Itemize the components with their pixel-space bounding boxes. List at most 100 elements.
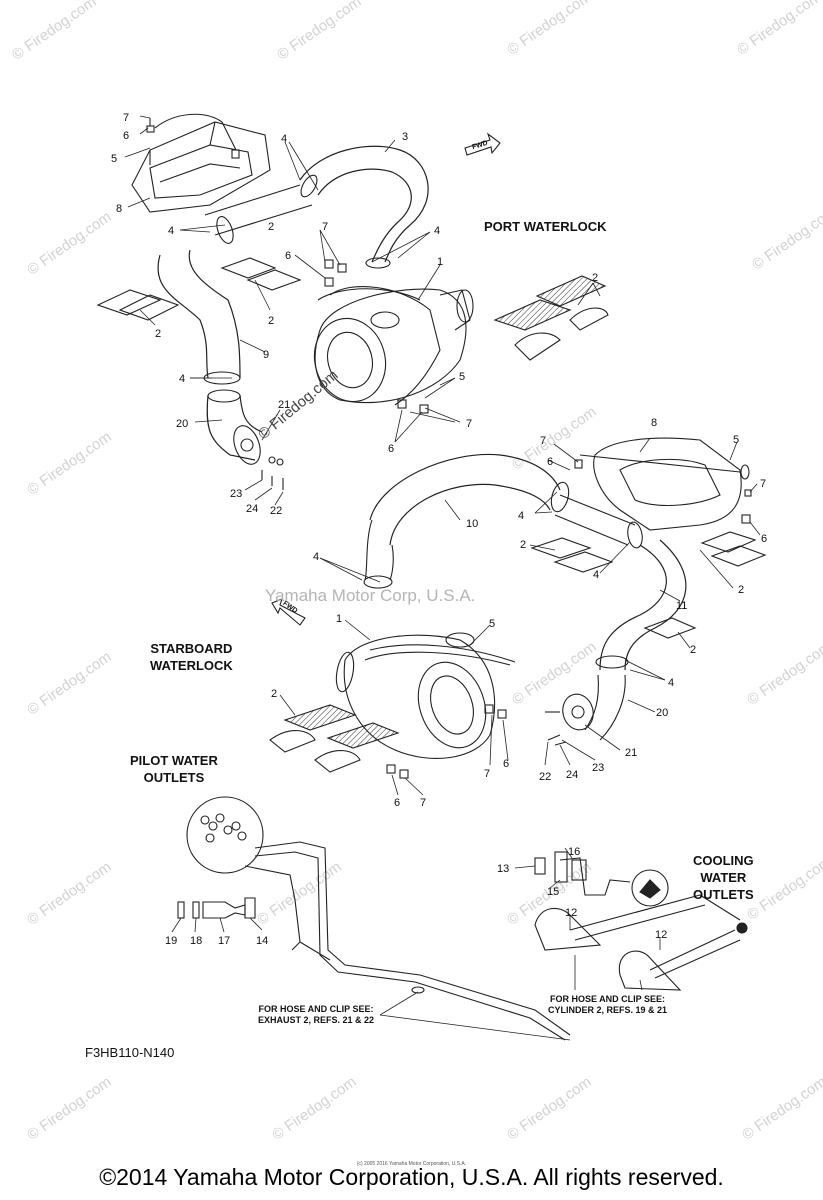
pad-2 [283, 704, 357, 731]
callout: 21 [625, 747, 637, 759]
fwd-arrow [271, 598, 306, 626]
callout: 8 [651, 417, 657, 429]
callout: 7 [760, 478, 766, 490]
hose-12 [569, 894, 706, 941]
pad-2 [569, 307, 609, 331]
port-hose-3 [299, 145, 429, 269]
callout: 7 [123, 112, 129, 124]
pad-2 [553, 551, 614, 573]
starboard-hose-11 [595, 539, 687, 671]
starboard-waterlock-title: STARBOARD WATERLOCK [150, 641, 233, 673]
callout: 2 [155, 328, 161, 340]
callout: 6 [547, 456, 553, 468]
callout: 10 [466, 518, 478, 530]
callout: 6 [123, 130, 129, 142]
callout: 18 [190, 935, 202, 947]
pad-2 [96, 289, 162, 316]
port-elbow-20 [206, 389, 263, 465]
callout: 6 [394, 797, 400, 809]
callout: 6 [761, 533, 767, 545]
pad-2 [493, 299, 572, 331]
part-18 [192, 901, 200, 919]
callout: 5 [733, 434, 739, 446]
callout: 2 [690, 644, 696, 656]
hose-12 [649, 929, 741, 979]
callout: 8 [116, 203, 122, 215]
pad-2 [700, 531, 757, 553]
callout: 13 [497, 863, 509, 875]
copyright-footer: ©2014 Yamaha Motor Corporation, U.S.A. A… [99, 1164, 724, 1190]
pilot-detail-circle [186, 796, 264, 874]
pad-2 [246, 269, 302, 291]
callout: 6 [503, 758, 509, 770]
pad-2 [118, 294, 180, 321]
callout: 24 [566, 769, 578, 781]
part-17 [202, 901, 246, 919]
callout: 4 [168, 225, 174, 237]
callout: 11 [676, 600, 687, 612]
part-19 [177, 901, 185, 919]
callout: 7 [540, 435, 546, 447]
fwd-arrow [464, 132, 501, 156]
callout: 24 [246, 503, 258, 515]
callout: 4 [668, 677, 674, 689]
callout: 2 [268, 315, 274, 327]
callout: 5 [489, 618, 495, 630]
callout: 7 [484, 768, 490, 780]
starboard-hose-10 [363, 453, 570, 589]
callout: 3 [402, 131, 408, 143]
part-16 [571, 859, 587, 881]
cooling-water-outlets-title: COOLING WATER OUTLETS [693, 853, 754, 902]
part-14 [244, 897, 256, 919]
cooling-detail-circle [631, 869, 669, 907]
exhaust-reference-note: FOR HOSE AND CLIP SEE: EXHAUST 2, REFS. … [258, 1004, 375, 1025]
part-13 [534, 857, 546, 875]
callout: 4 [281, 133, 287, 145]
callout: 2 [738, 584, 744, 596]
callout: 19 [165, 935, 177, 947]
pad-2 [220, 257, 277, 279]
pad-2 [314, 750, 361, 773]
callout: 12 [565, 907, 577, 919]
callout: 16 [568, 846, 580, 858]
cylinder-reference-note: FOR HOSE AND CLIP SEE: CYLINDER 2, REFS.… [548, 994, 668, 1015]
callout: 4 [518, 510, 524, 522]
callout: 22 [270, 505, 282, 517]
callout: 14 [256, 935, 268, 947]
pad-2 [643, 617, 697, 639]
pad-2 [326, 722, 400, 749]
callout: 20 [176, 418, 188, 430]
port-waterlock-title: PORT WATERLOCK [484, 219, 607, 234]
callout: 2 [520, 539, 526, 551]
callout: 6 [285, 250, 291, 262]
callout: 1 [336, 613, 342, 625]
callout: 5 [111, 153, 117, 165]
callout: 15 [547, 886, 559, 898]
callout: 12 [655, 929, 667, 941]
callout: 4 [313, 551, 319, 563]
port-silencer-8 [131, 113, 271, 213]
callout: 23 [592, 762, 604, 774]
callout: 22 [539, 771, 551, 783]
callout: 9 [263, 349, 269, 361]
callout: 1 [437, 256, 443, 268]
callout: 4 [593, 569, 599, 581]
callout: 17 [218, 935, 230, 947]
pilot-fittings [200, 813, 247, 843]
part-15 [554, 851, 568, 883]
center-watermark: Yamaha Motor Corp, U.S.A. [265, 586, 476, 605]
callout: 5 [459, 371, 465, 383]
callout: 20 [656, 707, 668, 719]
pad-2 [530, 537, 592, 559]
pad-2 [535, 275, 607, 307]
callout: 6 [388, 443, 394, 455]
callout: 4 [179, 373, 185, 385]
callout: 7 [322, 221, 328, 233]
callout: 2 [271, 688, 277, 700]
pad-2 [514, 332, 561, 361]
clip-6 [146, 125, 155, 133]
fine-print: (c) 2005 2016 Yamaha Motor Corporation, … [356, 1161, 467, 1167]
callout: 21 [278, 399, 290, 411]
